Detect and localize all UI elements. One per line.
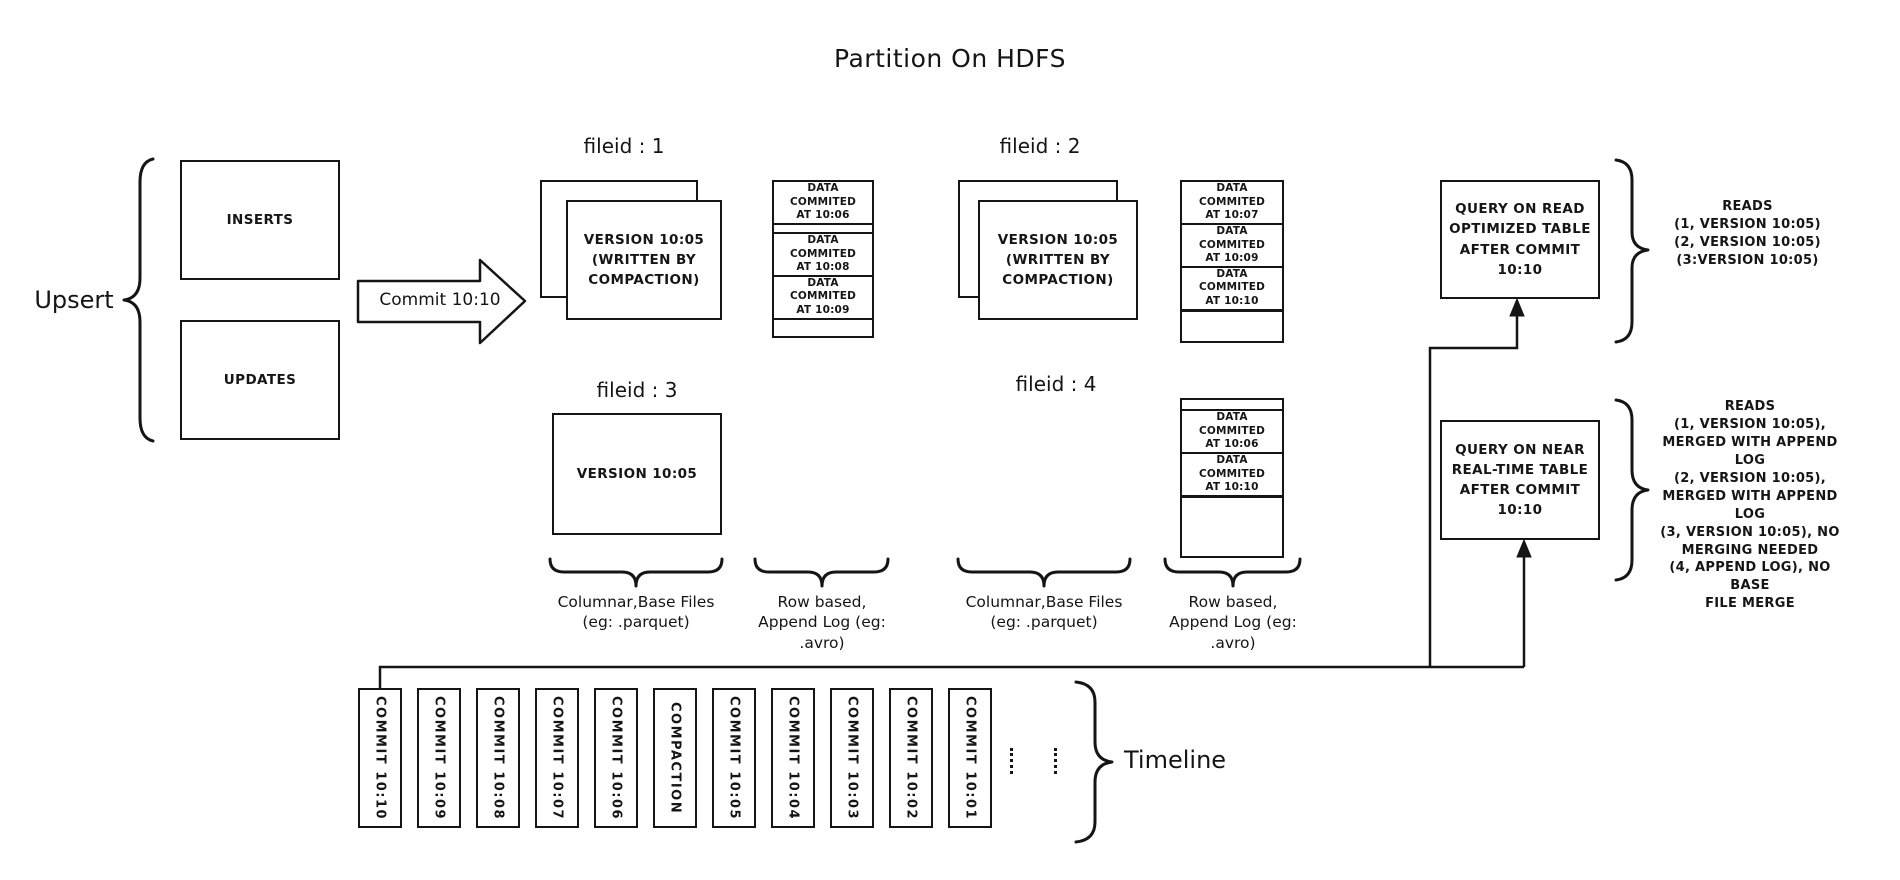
timeline-commit-label: COMMIT 10:03 xyxy=(844,695,860,821)
fileid-2-label: fileid : 2 xyxy=(999,134,1081,158)
timeline-commit-label: COMMIT 10:01 xyxy=(962,695,978,821)
timeline-commit-label: COMMIT 10:09 xyxy=(431,695,447,821)
fileid-3-base-file: VERSION 10:05 xyxy=(552,413,722,535)
reads-brace-read-optimized-icon xyxy=(1614,158,1650,344)
timeline-commit-label: COMMIT 10:07 xyxy=(549,695,565,821)
page-title: Partition On HDFS xyxy=(834,44,1066,73)
timeline-commit-box: COMMIT 10:06 xyxy=(594,688,638,828)
log-row: DATA COMMITED AT 10:08 xyxy=(774,234,872,277)
updates-box: UPDATES xyxy=(180,320,340,440)
underbrace-rowbased-1-icon xyxy=(753,557,890,588)
log-row: DATA COMMITED AT 10:09 xyxy=(774,277,872,320)
query-near-real-time-label: QUERY ON NEAR REAL-TIME TABLE AFTER COMM… xyxy=(1451,441,1589,519)
log-empty-space xyxy=(1182,312,1282,341)
log-row: DATA COMMITED AT 10:10 xyxy=(1182,268,1282,312)
timeline-ellipsis-icon xyxy=(1010,748,1013,774)
timeline-commit-label: COMMIT 10:04 xyxy=(785,695,801,821)
fileid-4-append-log: DATA COMMITED AT 10:06 DATA COMMITED AT … xyxy=(1180,398,1284,558)
timeline-commit-box: COMMIT 10:10 xyxy=(358,688,402,828)
timeline-commit-box: COMMIT 10:09 xyxy=(417,688,461,828)
timeline-label: Timeline xyxy=(1124,746,1227,774)
caption-columnar-base-files-2: Columnar,Base Files (eg: .parquet) xyxy=(965,593,1123,632)
underbrace-rowbased-2-icon xyxy=(1163,557,1302,588)
timeline-commit-label: COMMIT 10:10 xyxy=(372,695,388,821)
arrowhead-near-real-time-icon xyxy=(1516,538,1532,558)
fileid-4-label: fileid : 4 xyxy=(1015,372,1097,396)
log-row: DATA COMMITED AT 10:06 xyxy=(774,182,872,225)
log-row: DATA COMMITED AT 10:09 xyxy=(1182,225,1282,268)
fileid-3-base-file-label: VERSION 10:05 xyxy=(576,465,698,482)
fileid-1-append-log: DATA COMMITED AT 10:06 DATA COMMITED AT … xyxy=(772,180,874,338)
log-empty-strip xyxy=(1182,400,1282,411)
updates-label: UPDATES xyxy=(223,371,297,388)
timeline-commit-box: COMMIT 10:05 xyxy=(712,688,756,828)
timeline-ellipsis-icon xyxy=(1054,748,1057,774)
caption-columnar-base-files-1: Columnar,Base Files (eg: .parquet) xyxy=(557,593,715,632)
timeline-commit-box: COMMIT 10:03 xyxy=(830,688,874,828)
timeline-commit-box: COMMIT 10:08 xyxy=(476,688,520,828)
connector-read-optimized-line xyxy=(1428,305,1519,667)
log-row: DATA COMMITED AT 10:07 xyxy=(1182,182,1282,225)
query-read-optimized-box: QUERY ON READ OPTIMIZED TABLE AFTER COMM… xyxy=(1440,180,1600,299)
fileid-2-append-log: DATA COMMITED AT 10:07 DATA COMMITED AT … xyxy=(1180,180,1284,343)
fileid-1-label: fileid : 1 xyxy=(583,134,665,158)
timeline-to-queries-line xyxy=(378,665,1524,689)
inserts-label: INSERTS xyxy=(226,211,294,228)
timeline-commit-box: COMMIT 10:07 xyxy=(535,688,579,828)
timeline-commit-box: COMMIT 10:02 xyxy=(889,688,933,828)
reads-near-real-time-text: READS (1, VERSION 10:05), MERGED WITH AP… xyxy=(1660,399,1840,612)
query-read-optimized-label: QUERY ON READ OPTIMIZED TABLE AFTER COMM… xyxy=(1449,201,1591,278)
timeline-commit-box: COMMIT 10:01 xyxy=(948,688,992,828)
reads-brace-near-real-time-icon xyxy=(1614,398,1650,582)
fileid-2-base-file-label: VERSION 10:05 (WRITTEN BY COMPACTION) xyxy=(997,231,1119,289)
commit-arrow-label: Commit 10:10 xyxy=(379,290,501,310)
query-near-real-time-box: QUERY ON NEAR REAL-TIME TABLE AFTER COMM… xyxy=(1440,420,1600,540)
timeline-commit-label: COMMIT 10:08 xyxy=(490,695,506,821)
upsert-brace-icon xyxy=(122,157,155,443)
log-row: DATA COMMITED AT 10:10 xyxy=(1182,454,1282,498)
reads-read-optimized-text: READS (1, VERSION 10:05) (2, VERSION 10:… xyxy=(1674,199,1821,268)
fileid-1-base-file-label: VERSION 10:05 (WRITTEN BY COMPACTION) xyxy=(583,231,705,289)
timeline-commit-label: COMMIT 10:02 xyxy=(903,695,919,821)
commit-arrow-icon xyxy=(356,258,527,345)
fileid-3-label: fileid : 3 xyxy=(596,378,678,402)
log-row: DATA COMMITED AT 10:06 xyxy=(1182,411,1282,454)
underbrace-columnar-2-icon xyxy=(956,557,1132,588)
log-empty-space xyxy=(774,320,872,336)
timeline-compaction-label: COMPACTION xyxy=(667,701,683,815)
log-empty-space xyxy=(1182,498,1282,556)
timeline-brace-icon xyxy=(1074,680,1114,844)
timeline-compaction-box: COMPACTION xyxy=(653,688,697,828)
inserts-box: INSERTS xyxy=(180,160,340,280)
fileid-2-base-file: VERSION 10:05 (WRITTEN BY COMPACTION) xyxy=(978,200,1138,320)
caption-row-based-append-log-1: Row based, Append Log (eg: .avro) xyxy=(758,593,886,652)
upsert-label: Upsert xyxy=(34,286,114,314)
timeline-commit-label: COMMIT 10:05 xyxy=(726,695,742,821)
caption-row-based-append-log-2: Row based, Append Log (eg: .avro) xyxy=(1169,593,1297,652)
timeline-commit-label: COMMIT 10:06 xyxy=(608,695,624,821)
timeline-commit-box: COMMIT 10:04 xyxy=(771,688,815,828)
underbrace-columnar-1-icon xyxy=(548,557,724,588)
arrowhead-read-optimized-icon xyxy=(1509,297,1525,317)
fileid-1-base-file: VERSION 10:05 (WRITTEN BY COMPACTION) xyxy=(566,200,722,320)
log-empty-strip xyxy=(774,225,872,234)
